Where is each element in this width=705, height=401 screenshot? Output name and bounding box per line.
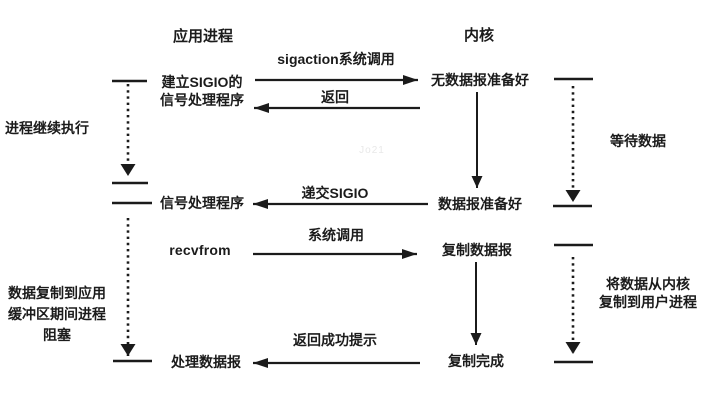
copy-kernel-note: 将数据从内核 复制到用户进程 [599, 275, 697, 311]
process-datagram-label: 处理数据报 [171, 354, 241, 370]
copy-datagram-label: 复制数据报 [442, 242, 512, 258]
establish-sigio-line1: 建立SIGIO的 [161, 74, 243, 90]
copy-kernel-note-line2: 复制到用户进程 [599, 294, 697, 310]
return-label: 返回 [321, 89, 349, 105]
no-datagram-ready-label: 无数据报准备好 [431, 72, 529, 88]
datagram-ready-label: 数据报准备好 [438, 196, 522, 212]
kernel-header: 内核 [463, 27, 495, 44]
blocked-note: 数据复制到应用 缓冲区期间进程 阻塞 [8, 283, 106, 346]
recvfrom-label: recvfrom [169, 242, 231, 258]
establish-sigio-label: 建立SIGIO的 信号处理程序 [160, 73, 244, 109]
process-continues-note: 进程继续执行 [5, 120, 89, 136]
blocked-note-line2: 缓冲区期间进程 [8, 306, 106, 322]
deliver-sigio-label: 递交SIGIO [301, 185, 369, 201]
app-process-header: 应用进程 [172, 28, 234, 45]
copy-complete-label: 复制完成 [448, 353, 504, 369]
sigaction-call-label: sigaction系统调用 [277, 51, 395, 67]
blocked-note-line1: 数据复制到应用 [8, 285, 106, 301]
return-success-label: 返回成功提示 [293, 332, 377, 348]
wait-for-data-note: 等待数据 [610, 133, 666, 149]
establish-sigio-line2: 信号处理程序 [160, 92, 244, 108]
signal-handler-label: 信号处理程序 [160, 195, 244, 211]
blocked-note-line3: 阻塞 [43, 327, 71, 343]
syscall-label: 系统调用 [308, 227, 364, 243]
copy-kernel-note-line1: 将数据从内核 [606, 276, 690, 292]
watermark: Jo21 [359, 145, 385, 156]
